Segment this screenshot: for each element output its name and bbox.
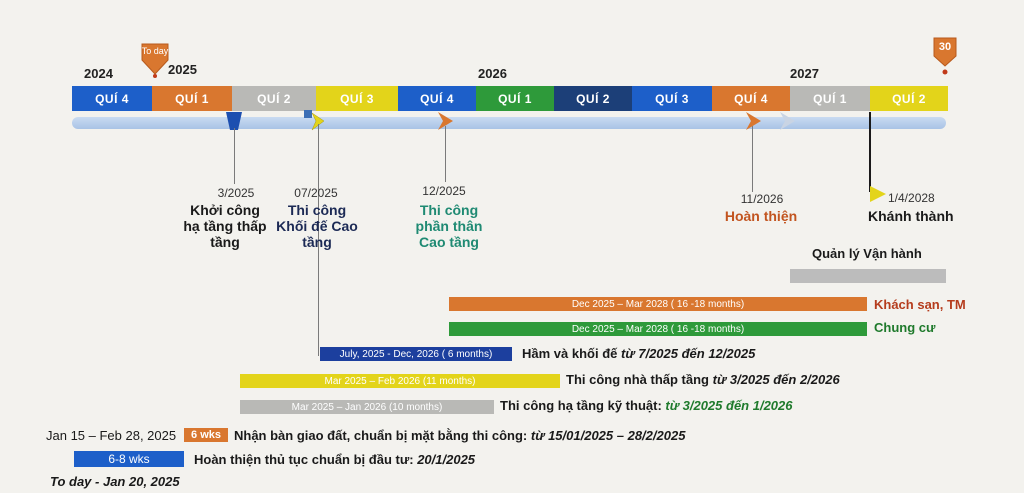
quarter-q4-2024: QUÍ 4 xyxy=(72,86,152,111)
task-label-ban-giao-text: Nhận bàn giao đất, chuẩn bị mặt bằng thi… xyxy=(234,428,528,443)
milestone-marker-icon xyxy=(780,112,795,130)
task-bar-khach-san: Dec 2025 – Mar 2028 ( 16 -18 months) xyxy=(449,297,867,311)
quarter-q3-2026: QUÍ 3 xyxy=(632,86,712,111)
task-label-thu-tuc-range: 20/1/2025 xyxy=(417,452,476,467)
milestone-title: Khởi công hạ tầng thấp tầng xyxy=(183,202,267,250)
quarter-q4-2026: QUÍ 4 xyxy=(712,86,790,111)
inauguration-flag-icon xyxy=(870,186,886,202)
task-bar-thap-tang: Mar 2025 – Feb 2026 (11 months) xyxy=(240,374,560,388)
connector-line xyxy=(869,112,871,192)
task-label-ha-tang: Thi công hạ tầng kỹ thuật: từ 3/2025 đến… xyxy=(500,398,793,413)
task-bar-ban-giao: 6 wks xyxy=(184,428,228,442)
end-marker-icon xyxy=(933,37,957,75)
connector-line xyxy=(752,126,753,192)
end-badge-label: 30 xyxy=(938,41,952,53)
connector-line xyxy=(318,124,319,356)
task-label-thap-tang-text: Thi công nhà thấp tầng xyxy=(566,372,709,387)
quarter-q4-2025: QUÍ 4 xyxy=(398,86,476,111)
milestone-marker-icon xyxy=(226,112,242,130)
task-label-ham-text: Hầm và khối đế xyxy=(522,346,618,361)
milestone-marker-icon xyxy=(304,110,325,131)
milestone-date: 07/2025 xyxy=(294,186,338,200)
quarter-q2-2025: QUÍ 2 xyxy=(232,86,316,111)
task-label-thap-tang-range: từ 3/2025 đến 2/2026 xyxy=(712,372,840,387)
task-label-ham: Hầm và khối đế từ 7/2025 đến 12/2025 xyxy=(522,346,755,361)
quarter-q1-2026: QUÍ 1 xyxy=(476,86,554,111)
milestone-title: Thi công Khối đế Cao tầng xyxy=(276,202,358,250)
quarter-q1-2027: QUÍ 1 xyxy=(790,86,870,111)
quarter-q2-2027: QUÍ 2 xyxy=(870,86,948,111)
task-label-ha-tang-range: từ 3/2025 đến 1/2026 xyxy=(665,398,793,413)
milestone-date: 1/4/2028 xyxy=(888,191,935,205)
task-bar-ha-tang: Mar 2025 – Jan 2026 (10 months) xyxy=(240,400,494,414)
today-badge-label: To day xyxy=(141,46,169,56)
connector-line xyxy=(445,126,446,182)
task-label-thu-tuc: Hoàn thiện thủ tục chuẩn bị đầu tư: 20/1… xyxy=(194,452,475,467)
quarter-q3-2025: QUÍ 3 xyxy=(316,86,398,111)
milestone-date: 12/2025 xyxy=(422,184,466,198)
task-label-khach-san: Khách sạn, TM xyxy=(874,297,966,312)
task-bar-ham: July, 2025 - Dec, 2026 ( 6 months) xyxy=(320,347,512,361)
quarter-q2-2026: QUÍ 2 xyxy=(554,86,632,111)
milestone-title: Khánh thành xyxy=(868,208,954,224)
task-label-ham-range: từ 7/2025 đến 12/2025 xyxy=(621,346,756,361)
task-bar-thu-tuc: 6-8 wks xyxy=(74,451,184,467)
task-label-ban-giao-range: từ 15/01/2025 – 28/2/2025 xyxy=(530,428,686,443)
year-label-2025: 2025 xyxy=(168,62,197,77)
quarter-q1-2025: QUÍ 1 xyxy=(152,86,232,111)
year-label-2026: 2026 xyxy=(478,66,507,81)
milestone-marker-icon xyxy=(746,112,761,130)
task-label-ha-tang-text: Thi công hạ tầng kỹ thuật: xyxy=(500,398,662,413)
milestone-date: 11/2026 xyxy=(740,192,784,206)
connector-line xyxy=(234,128,235,184)
task-label-chung-cu: Chung cư xyxy=(874,320,936,335)
task-label-ban-giao: Nhận bàn giao đất, chuẩn bị mặt bằng thi… xyxy=(234,428,685,443)
today-marker-icon xyxy=(141,43,169,78)
year-label-2024: 2024 xyxy=(84,66,113,81)
year-label-2027: 2027 xyxy=(790,66,819,81)
milestone-title: Thi công phần thân Cao tầng xyxy=(415,202,483,250)
milestone-date: 3/2025 xyxy=(217,186,255,200)
milestone-title: Hoàn thiện xyxy=(724,208,798,224)
milestone-marker-icon xyxy=(438,112,453,130)
task-bar-chung-cu: Dec 2025 – Mar 2028 ( 16 -18 months) xyxy=(449,322,867,336)
task-label-van-hanh: Quản lý Vận hành xyxy=(812,246,922,261)
today-note: To day - Jan 20, 2025 xyxy=(50,474,180,489)
task-bar-van-hanh xyxy=(790,269,946,283)
task-prefix-ban-giao: Jan 15 – Feb 28, 2025 xyxy=(46,428,177,443)
task-label-thap-tang: Thi công nhà thấp tầng từ 3/2025 đến 2/2… xyxy=(566,372,840,387)
timeline-track xyxy=(72,117,946,129)
task-label-thu-tuc-text: Hoàn thiện thủ tục chuẩn bị đầu tư: xyxy=(194,452,414,467)
